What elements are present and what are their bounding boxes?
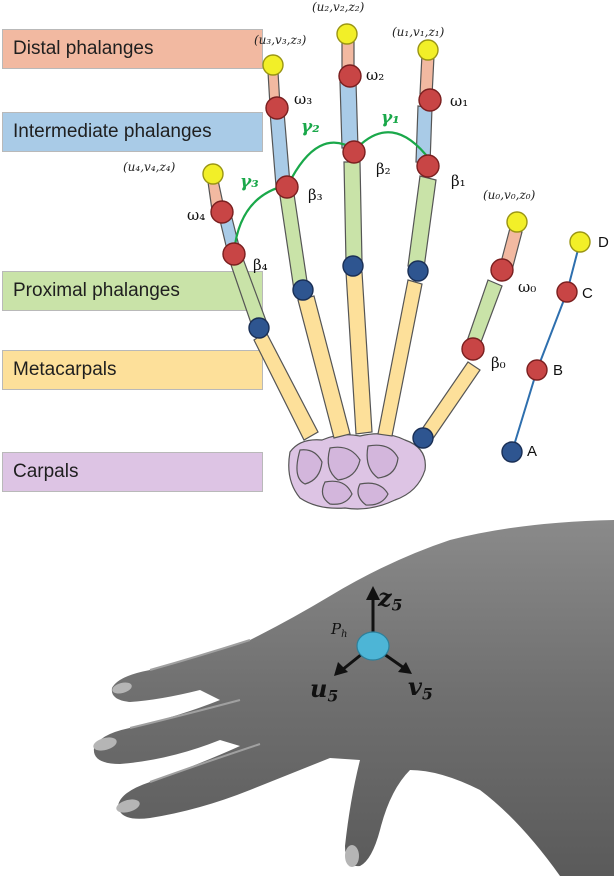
legend-distal-label: Distal phalanges	[13, 38, 154, 59]
hand-frame-axes	[334, 586, 412, 676]
legend-distal-phalanges: Distal phalanges	[2, 29, 263, 69]
beta-label-0: β₀	[491, 354, 506, 372]
joint-chain	[501, 231, 591, 463]
carpal-bones	[288, 433, 426, 510]
axis-label-v5: v5	[408, 672, 433, 704]
beta-label-1: β₁	[451, 172, 466, 190]
coord-label-u2: (u₂,v₂,z₂)	[312, 0, 365, 14]
legend-proximal-phalanges: Proximal phalanges	[2, 271, 263, 311]
palm-point-label: Ph	[331, 620, 348, 640]
coord-label-u0: (u₀,v₀,z₀)	[483, 188, 536, 202]
gamma-label-1: γ₁	[381, 108, 400, 128]
omega-label-2: ω₂	[366, 66, 385, 84]
gamma-arc-1	[354, 131, 431, 161]
beta-label-2: β₂	[376, 160, 391, 178]
coord-label-u1: (u₁,v₁,z₁)	[392, 25, 445, 39]
omega-label-0: ω₀	[518, 278, 537, 296]
beta-label-4: β₄	[253, 256, 268, 274]
axis-label-u5: u5	[310, 674, 339, 706]
gamma-label-2: γ₂	[301, 117, 320, 137]
legend-metacarpals: Metacarpals	[2, 350, 263, 390]
beta-label-3: β₃	[308, 186, 323, 204]
legend-intermediate-label: Intermediate phalanges	[13, 121, 212, 142]
axis-label-z5: z5	[378, 583, 403, 615]
metacarpal-bones	[253, 271, 481, 441]
chain-label-c: C	[582, 285, 593, 302]
chain-label-b: B	[553, 362, 564, 379]
tip-joints	[202, 23, 528, 233]
legend-metacarpals-label: Metacarpals	[13, 359, 117, 380]
omega-label-3: ω₃	[294, 90, 313, 108]
gamma-label-3: γ₃	[240, 172, 259, 192]
legend-intermediate-phalanges: Intermediate phalanges	[2, 112, 263, 152]
base-joints	[248, 255, 434, 449]
omega-label-1: ω₁	[450, 92, 469, 110]
proximal-phalanx-bones	[229, 161, 503, 351]
legend-carpals: Carpals	[2, 452, 263, 492]
mid-joints	[210, 64, 514, 361]
legend-carpals-label: Carpals	[13, 461, 79, 482]
chain-label-d: D	[598, 234, 609, 251]
intermediate-phalanx-bones	[217, 81, 433, 255]
legend-proximal-label: Proximal phalanges	[13, 280, 180, 301]
coord-label-u3: (u₃,v₃,z₃)	[254, 33, 307, 47]
coord-label-u4: (u₄,v₄,z₄)	[123, 160, 176, 174]
rendered-hand	[93, 520, 614, 876]
skeleton-hand	[207, 39, 523, 510]
chain-label-a: A	[527, 443, 538, 460]
palm-center-point	[356, 631, 390, 661]
gamma-arcs	[232, 131, 431, 253]
omega-label-4: ω₄	[187, 206, 206, 224]
